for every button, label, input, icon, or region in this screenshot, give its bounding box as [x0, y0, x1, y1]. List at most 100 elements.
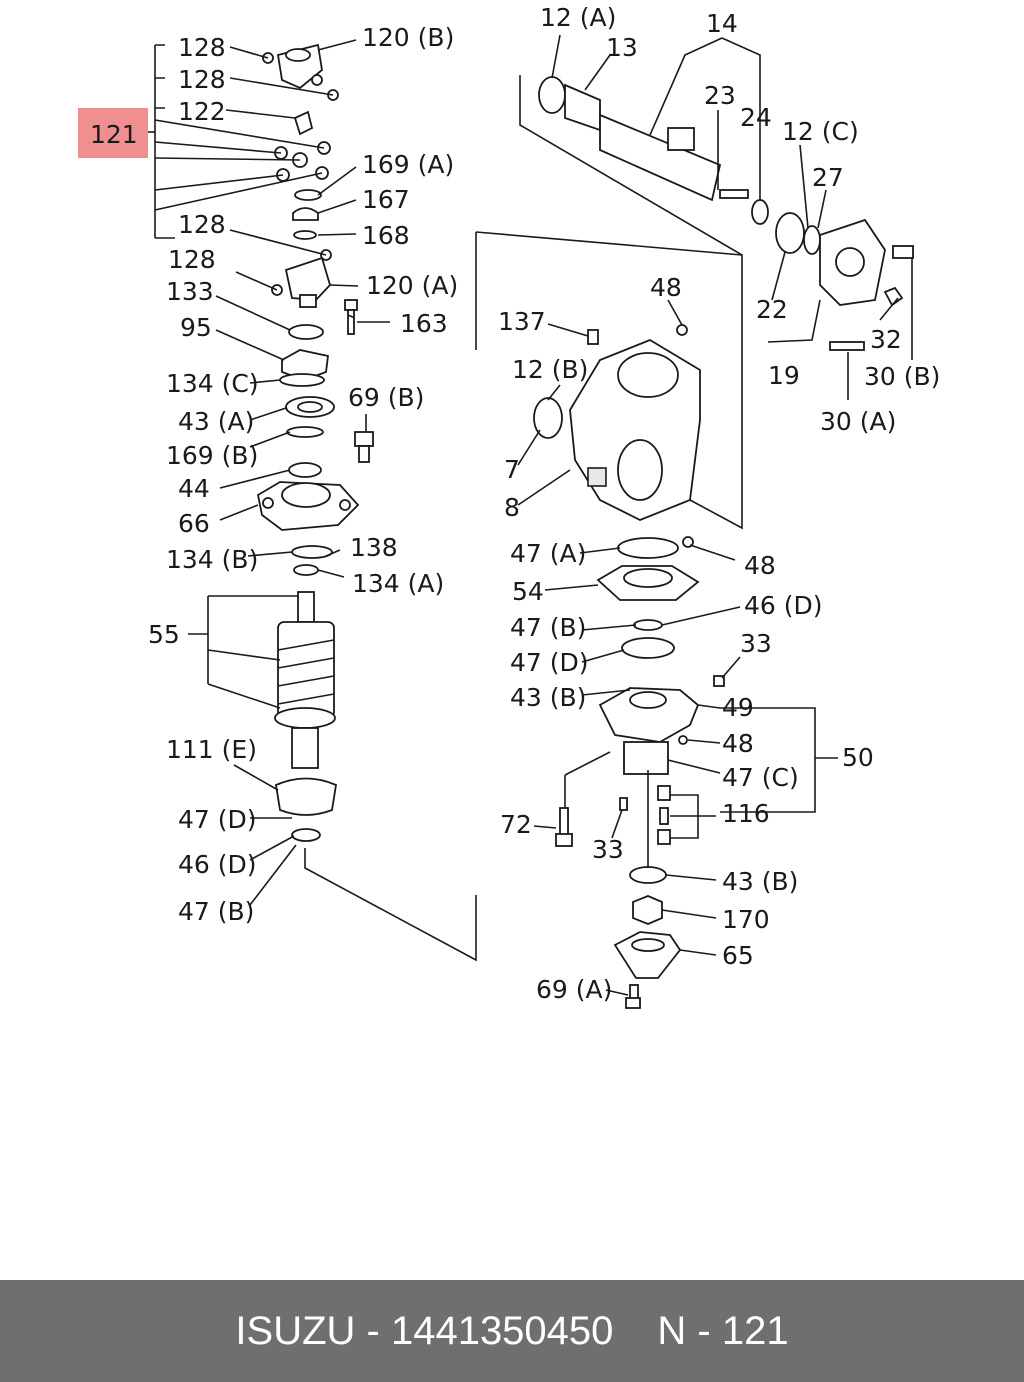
part-8-housing [569, 338, 701, 521]
part-44 [288, 462, 322, 478]
part-95 [281, 349, 329, 381]
label-128a: 128 [178, 33, 226, 62]
part-47d-right [621, 637, 675, 659]
label-167: 167 [362, 185, 410, 214]
label-121: 121 [90, 120, 138, 149]
label-48-top: 48 [650, 273, 682, 302]
part-48-top [676, 324, 688, 336]
part-122 [293, 110, 314, 136]
part-24 [751, 199, 769, 225]
part-169b [286, 426, 324, 438]
part-116 [657, 785, 671, 845]
part-66 [256, 481, 360, 531]
part-27 [819, 218, 886, 306]
label-8: 8 [504, 493, 520, 522]
label-14: 14 [706, 9, 738, 38]
part-12c [803, 225, 821, 255]
label-19: 19 [768, 361, 800, 390]
label-134c: 134 (C) [166, 369, 259, 398]
part-12a [538, 76, 566, 114]
label-134a: 134 (A) [352, 569, 444, 598]
label-170: 170 [722, 905, 770, 934]
part-168 [293, 230, 317, 240]
leader-lines [148, 34, 913, 996]
label-12c: 12 (C) [782, 117, 859, 146]
part-14 [599, 113, 722, 202]
footer-part-number: ISUZU - 1441350450 [235, 1308, 614, 1353]
callout-labels: 121 128 128 122 120 (B) 169 (A) 167 168 … [90, 3, 940, 1004]
part-43b-lower [629, 866, 667, 884]
label-128d: 128 [168, 245, 216, 274]
label-116: 116 [722, 799, 770, 828]
label-120b: 120 (B) [362, 23, 454, 52]
label-43b-upper: 43 (B) [510, 683, 586, 712]
label-50: 50 [842, 743, 874, 772]
label-27: 27 [812, 163, 844, 192]
part-33-top [713, 675, 725, 687]
label-55: 55 [148, 620, 180, 649]
footer-reference: N - 121 [657, 1308, 789, 1353]
part-12b [533, 397, 563, 439]
label-46d-right: 46 (D) [744, 591, 823, 620]
label-69b: 69 (B) [348, 383, 424, 412]
label-48-low: 48 [722, 729, 754, 758]
part-134b [291, 545, 333, 559]
label-24: 24 [740, 103, 772, 132]
parts-diagram: 121 128 128 122 120 (B) 169 (A) 167 168 … [90, 3, 940, 1009]
part-30b [892, 245, 914, 259]
label-23: 23 [704, 81, 736, 110]
part-69a [625, 984, 641, 1009]
label-122: 122 [178, 97, 226, 126]
label-12b: 12 (B) [512, 355, 588, 384]
label-49: 49 [722, 693, 754, 722]
label-47d-right: 47 (D) [510, 648, 589, 677]
label-44: 44 [178, 474, 210, 503]
part-23 [719, 189, 749, 199]
part-47a [617, 537, 679, 559]
label-66: 66 [178, 509, 210, 538]
part-55 [274, 591, 336, 769]
label-46d-left: 46 (D) [178, 850, 257, 879]
label-12a: 12 (A) [540, 3, 616, 32]
label-30a: 30 (A) [820, 407, 896, 436]
part-134a [293, 564, 319, 576]
label-47d-left: 47 (D) [178, 805, 257, 834]
label-54: 54 [512, 577, 544, 606]
footer-bar: ISUZU - 1441350450 N - 121 [0, 1280, 1024, 1382]
label-22: 22 [756, 295, 788, 324]
label-33-low: 33 [592, 835, 624, 864]
part-72 [555, 807, 573, 847]
part-32 [883, 286, 904, 307]
part-47d-left [291, 828, 321, 842]
part-49 [598, 687, 700, 743]
label-48-mid: 48 [744, 551, 776, 580]
part-133 [288, 324, 324, 340]
label-13: 13 [606, 33, 638, 62]
label-128c: 128 [178, 210, 226, 239]
label-7: 7 [504, 455, 520, 484]
label-111e: 111 (E) [166, 735, 257, 764]
part-48-low [678, 735, 688, 745]
label-133: 133 [166, 277, 214, 306]
highlight-box-121 [78, 108, 148, 158]
part-120a [284, 256, 332, 308]
label-47c: 47 (C) [722, 763, 799, 792]
part-137 [587, 329, 599, 345]
part-134c [279, 373, 325, 387]
part-169a [294, 189, 322, 201]
label-169a: 169 (A) [362, 150, 454, 179]
label-120a: 120 (A) [366, 271, 458, 300]
label-32: 32 [870, 325, 902, 354]
part-65 [613, 931, 682, 979]
part-163 [344, 299, 358, 335]
label-43a: 43 (A) [178, 407, 254, 436]
label-163: 163 [400, 309, 448, 338]
label-134b: 134 (B) [166, 545, 258, 574]
label-47b-right: 47 (B) [510, 613, 586, 642]
part-22 [775, 212, 805, 254]
label-138: 138 [350, 533, 398, 562]
label-95: 95 [180, 313, 212, 342]
label-47a: 47 (A) [510, 539, 586, 568]
part-30a [829, 341, 865, 351]
label-72: 72 [500, 810, 532, 839]
